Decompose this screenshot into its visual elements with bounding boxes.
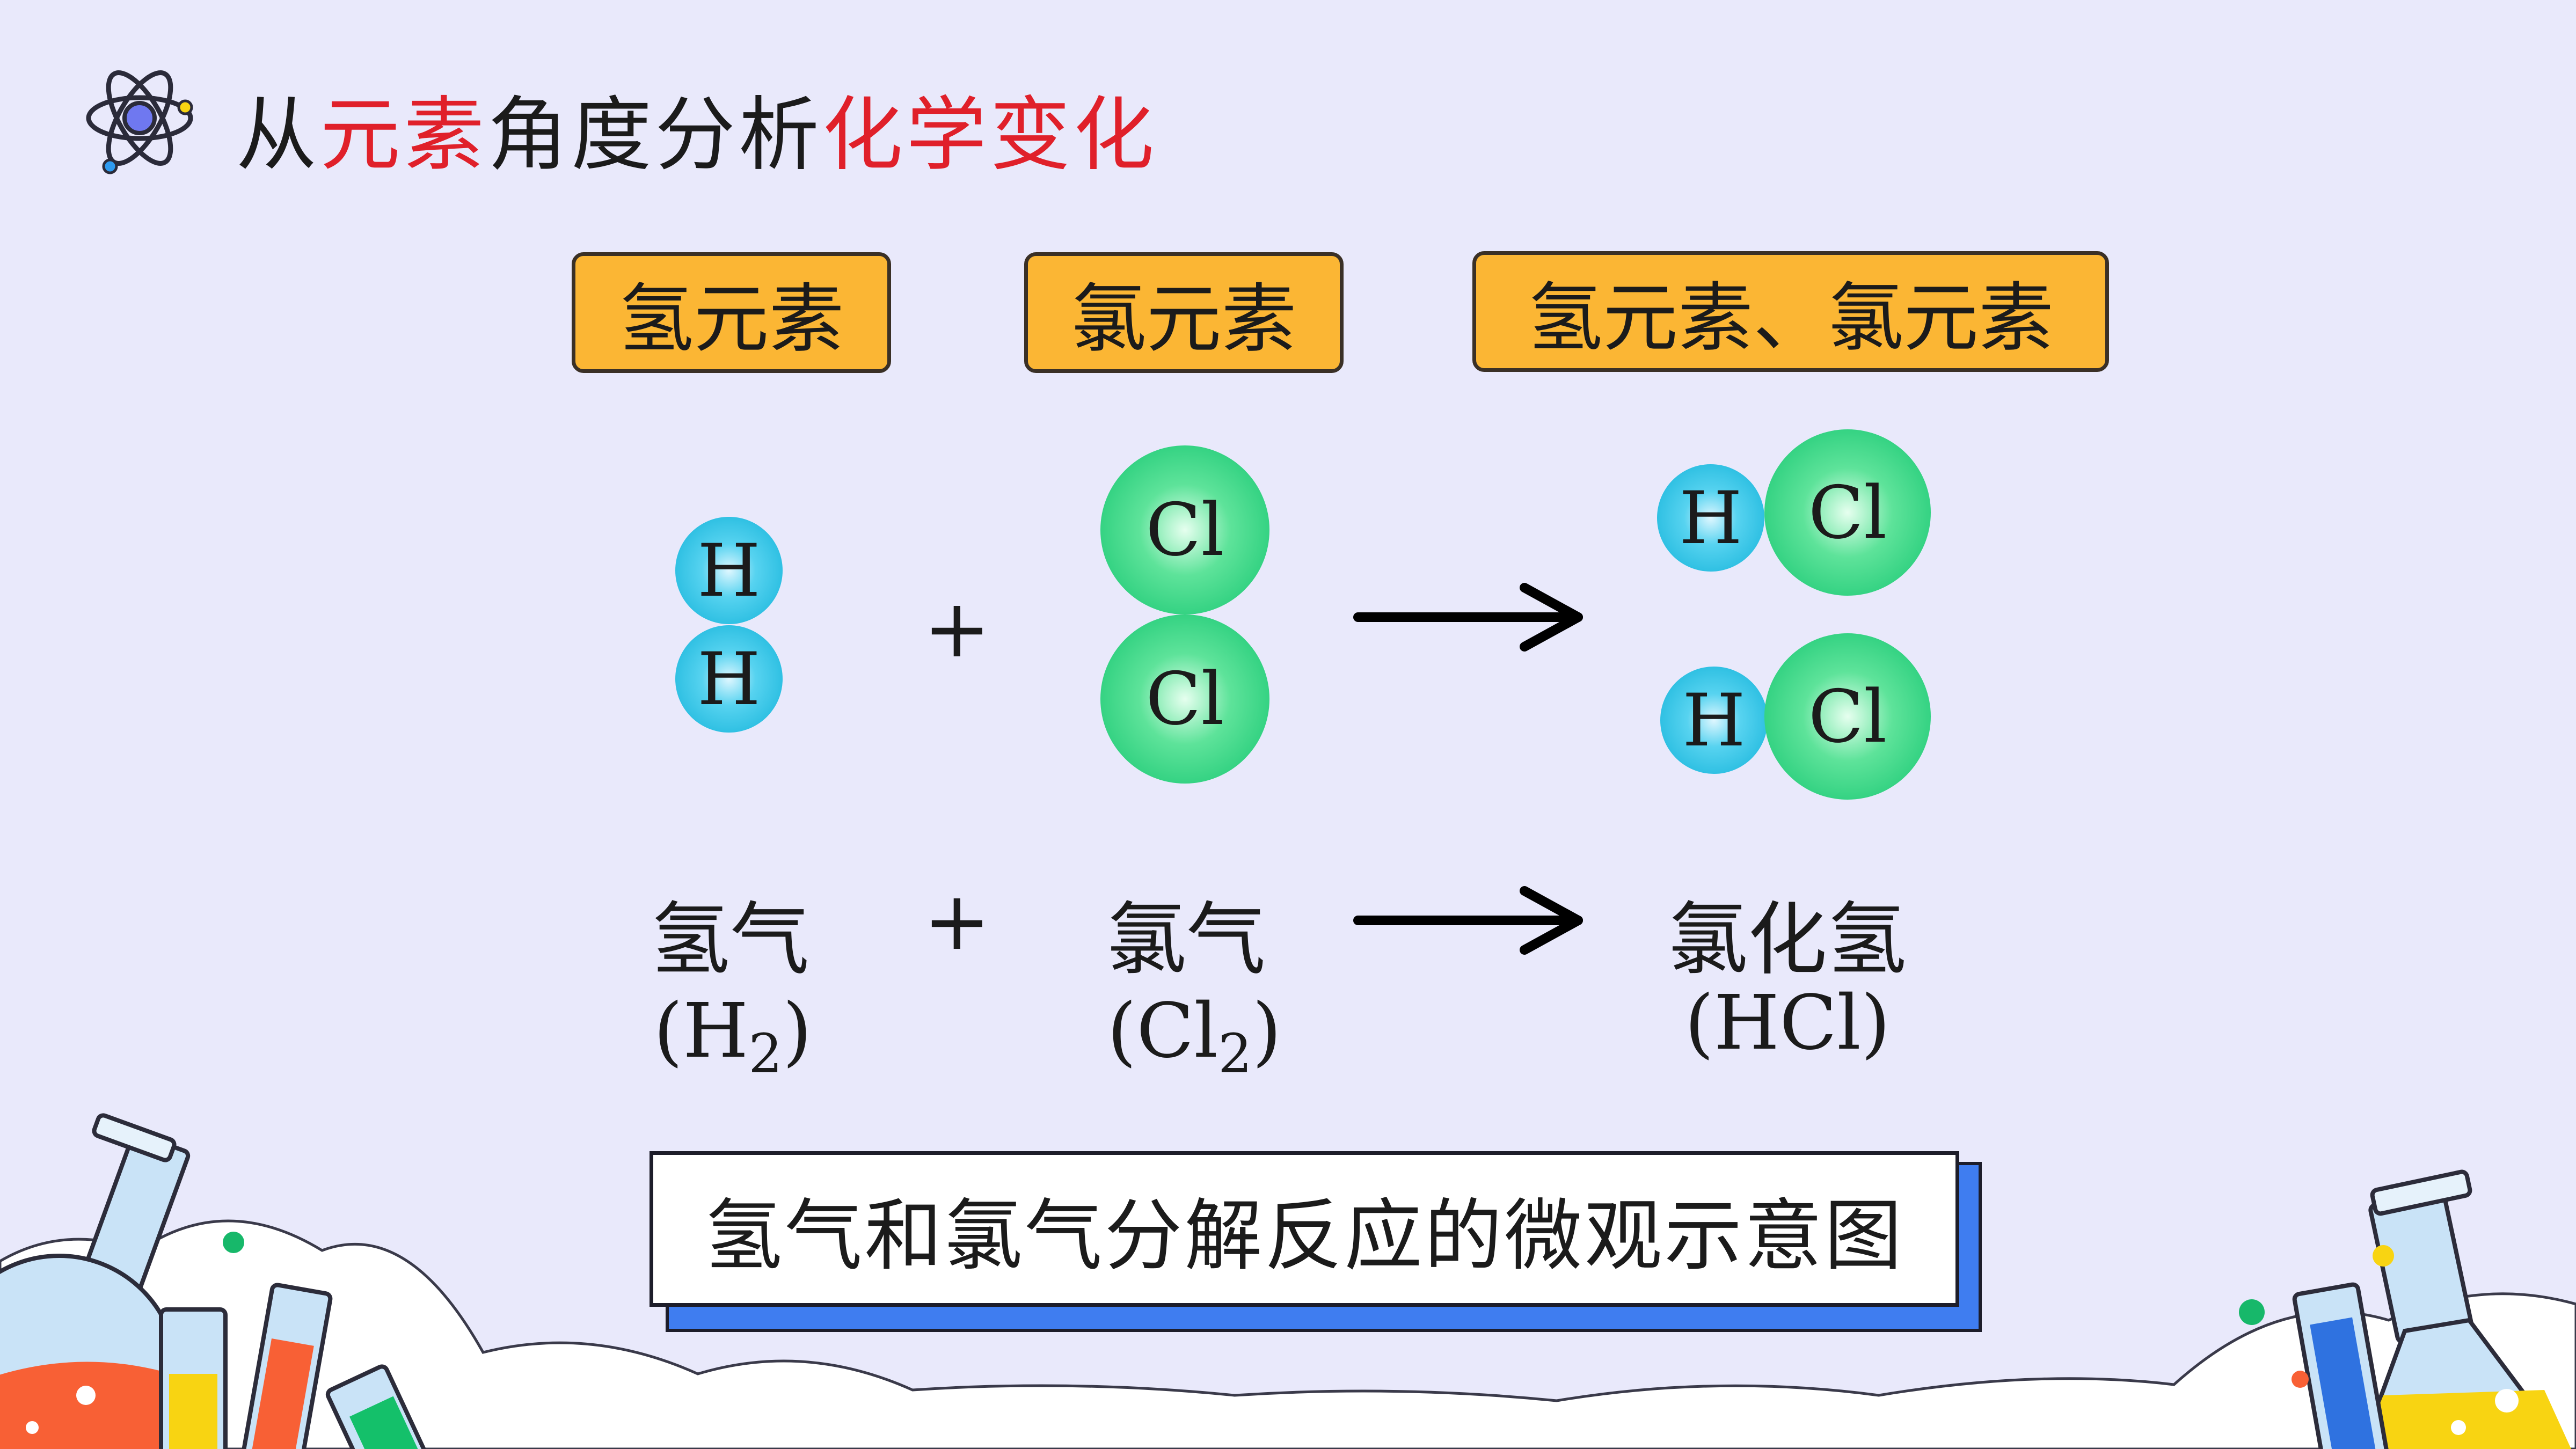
cloud-ground xyxy=(0,1219,2576,1449)
diagram-caption: 氢气和氯气分解反应的微观示意图 xyxy=(650,1151,1959,1307)
product-formula: (HCl) xyxy=(1684,979,1891,1067)
title-prefix: 从 xyxy=(236,89,320,182)
atom-icon xyxy=(86,70,193,174)
label-chlorine-element: 氯元素 xyxy=(1024,252,1344,373)
plus-sign: + xyxy=(923,582,991,676)
title-accent-1: 元素 xyxy=(320,89,488,182)
chlorine-atom: Cl xyxy=(1100,614,1269,784)
test-tube-icon xyxy=(2292,1282,2390,1449)
reactant2-formula: (Cl2) xyxy=(1107,987,1282,1085)
reaction-arrow-icon xyxy=(1353,583,1583,652)
chlorine-atom: Cl xyxy=(1764,633,1931,800)
chlorine-atom: Cl xyxy=(1100,445,1269,614)
label-product-elements: 氢元素、氯元素 xyxy=(1472,251,2109,372)
plus-sign: + xyxy=(923,875,991,968)
test-tube-icon xyxy=(159,1283,430,1449)
product-name: 氯化氢 xyxy=(1668,894,1907,986)
flask-icon xyxy=(2359,1169,2571,1449)
reaction-arrow-icon xyxy=(1353,886,1583,955)
hydrogen-atom: H xyxy=(675,625,783,733)
hydrogen-atom: H xyxy=(1657,464,1764,572)
reactant1-formula: (H2) xyxy=(653,987,812,1085)
reactant2-name: 氯气 xyxy=(1107,894,1266,986)
reactant1-name: 氢气 xyxy=(651,894,809,986)
title-accent-2: 化学变化 xyxy=(822,89,1158,182)
title-middle: 角度分析 xyxy=(487,89,823,182)
hydrogen-atom: H xyxy=(675,517,783,624)
page-title: 从元素角度分析化学变化 xyxy=(236,70,1157,186)
chlorine-atom: Cl xyxy=(1764,429,1931,596)
label-hydrogen-element: 氢元素 xyxy=(572,252,891,373)
hydrogen-atom: H xyxy=(1660,667,1768,774)
flask-icon xyxy=(0,1113,191,1449)
